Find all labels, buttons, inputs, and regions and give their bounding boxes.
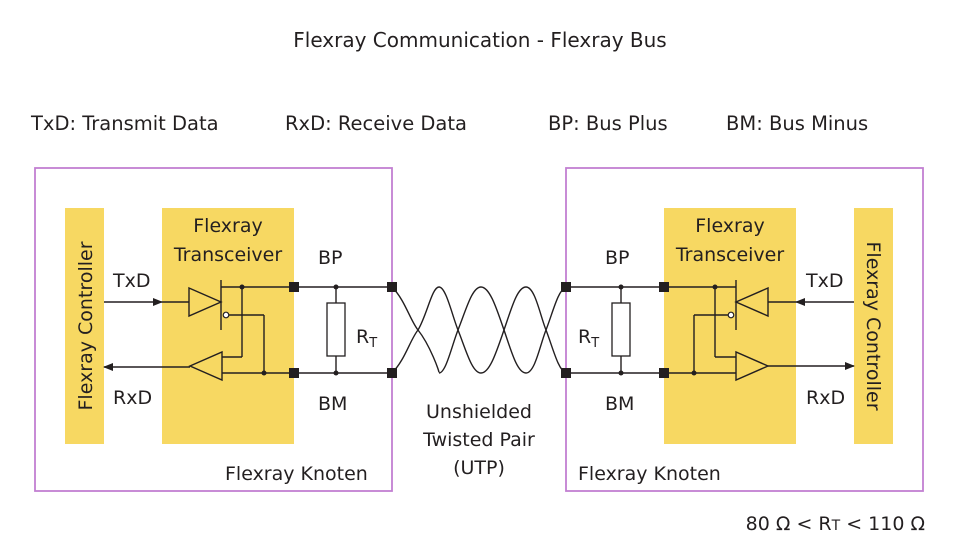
terminal [387, 282, 397, 292]
controller-right-label: Flexray Controller [862, 241, 884, 410]
twisted-pair-cable: Unshielded Twisted Pair (UTP) [387, 282, 571, 479]
bm-left-label: BM [318, 393, 347, 415]
controller-left-block [65, 208, 104, 444]
receiver-right-icon [735, 350, 770, 382]
bm-twisted-wire [391, 286, 567, 374]
resistor-left-icon [326, 302, 346, 357]
node-left-border [34, 167, 393, 492]
transceiver-left-label-1: Flexray [193, 215, 263, 237]
resistor-right-icon [611, 302, 631, 357]
bp-left-label: BP [318, 247, 343, 269]
junction [618, 284, 624, 290]
resistor-left-label: RT [356, 326, 377, 351]
terminal [561, 282, 571, 292]
terminal [659, 282, 669, 292]
transceiver-right-block [664, 208, 796, 444]
bp-twisted-wire [391, 286, 567, 374]
bp-right-label: BP [605, 247, 630, 269]
cable-label-3: (UTP) [453, 457, 505, 479]
legend-txd: TxD: Transmit Data [30, 112, 219, 135]
transceiver-right-label-2: Transceiver [675, 244, 785, 266]
driver-right-icon [734, 286, 769, 318]
junction [333, 370, 339, 376]
terminal [289, 368, 299, 378]
transceiver-left-block [162, 208, 294, 444]
terminal [561, 368, 571, 378]
controller-left-label: Flexray Controller [75, 241, 97, 410]
inverter-right-bubble [727, 311, 735, 319]
legend-rxd: RxD: Receive Data [285, 112, 467, 135]
junction [618, 370, 624, 376]
rxd-left-label: RxD [113, 387, 152, 409]
junction [712, 284, 718, 290]
transceiver-left-label-2: Transceiver [173, 244, 283, 266]
legend-bp: BP: Bus Plus [548, 112, 668, 135]
terminal [289, 282, 299, 292]
termination-range: 80 Ω < RT < 110 Ω [746, 513, 925, 535]
cable-label-1: Unshielded [426, 401, 532, 423]
legend-bm: BM: Bus Minus [726, 112, 868, 135]
node-left-label: Flexray Knoten [225, 463, 368, 485]
txd-right-label: TxD [805, 270, 843, 292]
junction [261, 370, 267, 376]
node-left: Flexray Controller Flexray Transceiver T… [34, 167, 393, 492]
junction [239, 284, 245, 290]
terminal [659, 368, 669, 378]
node-right-label: Flexray Knoten [578, 463, 721, 485]
node-right-border [565, 167, 924, 492]
node-right: Flexray Controller Flexray Transceiver T… [565, 167, 924, 492]
junction [333, 284, 339, 290]
transceiver-right-label-1: Flexray [695, 215, 765, 237]
junction [691, 370, 697, 376]
resistor-right-label: RT [578, 326, 599, 351]
cable-label-2: Twisted Pair [422, 429, 535, 451]
terminal [387, 368, 397, 378]
rxd-right-label: RxD [806, 387, 845, 409]
controller-right-block [854, 208, 893, 444]
driver-left-icon [188, 286, 223, 318]
inverter-left-bubble [222, 311, 230, 319]
receiver-left-icon [188, 350, 223, 382]
diagram-title: Flexray Communication - Flexray Bus [293, 28, 666, 52]
txd-left-label: TxD [112, 270, 150, 292]
bm-right-label: BM [605, 393, 634, 415]
